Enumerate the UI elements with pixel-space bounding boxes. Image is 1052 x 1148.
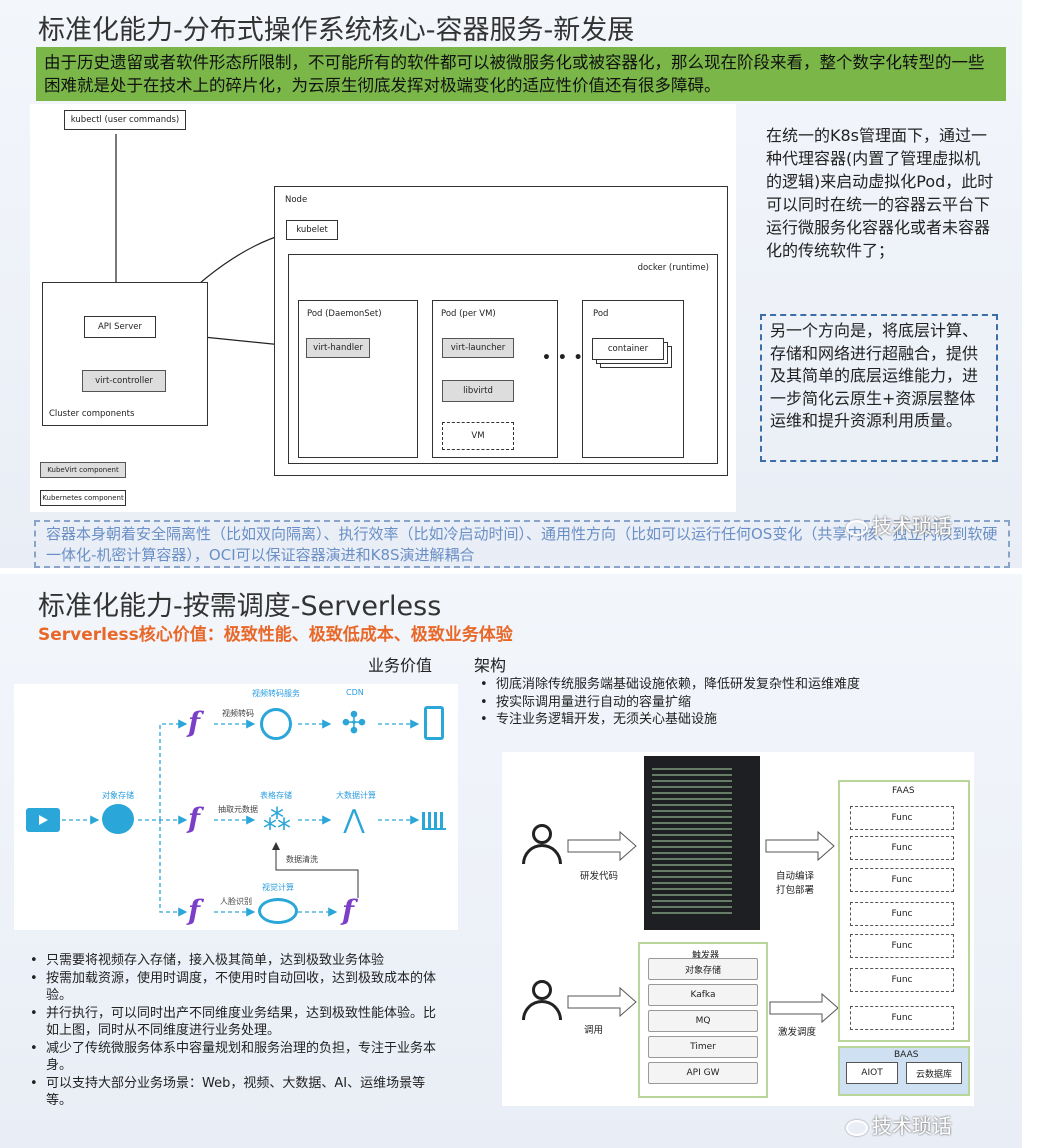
transcode-service-icon: [260, 708, 292, 740]
cloud-storage-icon: [102, 804, 134, 834]
more-pods-dots: • • •: [542, 350, 584, 366]
kubevirt-description: 在统一的K8s管理面下，通过一种代理容器(内置了管理虚拟机的逻辑)来启动虚拟化P…: [766, 126, 994, 260]
trigger-title: 触发器: [692, 951, 720, 961]
video-flow-diagram: 对象存储 f f f f 视频转码 抽取元数据 人脸识别 数据清洗 视频转码服务…: [14, 684, 458, 930]
list-item: 按需加载资源，使用时调度，不使用时自动回收，达到极致成本的体验。: [24, 970, 444, 1005]
face-recognition-label: 人脸识别: [220, 897, 252, 906]
trigger-timer: Timer: [648, 1036, 758, 1058]
list-item: 减少了传统微服务体系中容量规划和服务治理的负担，专注于业务本身。: [24, 1040, 444, 1075]
vm-box: VM: [442, 422, 514, 450]
auto-compile-label-2: 打包部署: [776, 885, 815, 896]
video-transcode-label: 视频转码: [222, 709, 254, 718]
business-value-heading: 业务价值: [368, 656, 433, 675]
watermark: 技术琐话: [846, 1110, 952, 1139]
big-data-icon: ⋀: [343, 805, 365, 835]
hyperconverged-note: 另一个方向是，将底层计算、存储和网络进行超融合，提供及其简单的底层运维能力，进一…: [760, 314, 998, 462]
slide-container-serverless: 标准化能力-按需调度-Serverless Serverless核心价值：极致性…: [0, 574, 1022, 1148]
func-box: Func: [850, 806, 954, 830]
pod-per-vm-label: Pod (per VM): [441, 309, 496, 319]
trigger-api-gw: API GW: [648, 1062, 758, 1084]
pod-daemonset-box: Pod (DaemonSet): [298, 300, 418, 458]
func-box: Func: [850, 934, 954, 958]
faas-title: FAAS: [892, 786, 915, 796]
slide-title: 标准化能力-按需调度-Serverless: [38, 591, 442, 622]
data-clean-label: 数据清洗: [286, 855, 318, 864]
vision-label: 视觉计算: [262, 883, 294, 892]
video-icon: [26, 808, 60, 832]
code-editor-screenshot: [644, 756, 760, 930]
slide-subtitle: Serverless核心价值：极致性能、极致低成本、极致业务体验: [38, 625, 513, 645]
architecture-heading: 架构: [474, 656, 507, 675]
watermark: 技术琐话: [846, 510, 952, 539]
libvirtd-box: libvirtd: [442, 380, 514, 402]
table-storage-icon: ⁂: [263, 803, 291, 836]
baas-title: BAAS: [894, 1050, 919, 1060]
list-item: 并行执行，可以同时出产不同维度业务结果，达到极致性能体验。比如上图，同时从不同维…: [24, 1005, 444, 1040]
function-icon: f: [188, 802, 201, 835]
cluster-label: Cluster components: [49, 409, 135, 419]
business-value-list: 只需要将视频存入存储，接入极其简单，达到极致业务体验 按需加载资源，使用时调度，…: [24, 952, 444, 1110]
function-icon: f: [342, 894, 355, 927]
wechat-icon: [846, 519, 868, 536]
extract-meta-label: 抽取元数据: [218, 805, 258, 814]
auto-compile-label-1: 自动编译: [776, 871, 815, 882]
node-label: Node: [285, 195, 308, 205]
legend-kubernetes: Kubernetes component: [40, 490, 126, 506]
cdn-icon: ✣: [341, 706, 367, 741]
cdn-label: CDN: [346, 688, 364, 697]
virt-handler-box: virt-handler: [306, 338, 370, 358]
docker-label: docker (runtime): [637, 263, 709, 273]
aiot-box: AIOT: [846, 1062, 898, 1084]
func-box: Func: [850, 836, 954, 860]
cluster-components-box: Cluster components: [42, 282, 208, 426]
mobile-icon: [424, 706, 444, 740]
pod-label: Pod: [593, 309, 609, 319]
func-box: Func: [850, 1006, 954, 1030]
flow-arrows: [62, 719, 420, 917]
pod-box: Pod: [582, 300, 684, 458]
big-data-label: 大数据计算: [336, 791, 376, 800]
wechat-icon: [846, 1119, 868, 1136]
bar-chart-icon: [422, 812, 446, 830]
transcode-service-label: 视频转码服务: [252, 689, 300, 698]
trigger-mq: MQ: [648, 1010, 758, 1032]
architecture-list: 彻底消除传统服务端基础设施依赖，降低研发复杂性和运维难度 按实际调用量进行自动的…: [474, 676, 994, 729]
pod-daemonset-label: Pod (DaemonSet): [307, 309, 382, 319]
list-item: 彻底消除传统服务端基础设施依赖，降低研发复杂性和运维难度: [474, 676, 994, 694]
trigger-schedule-label: 激发调度: [778, 1027, 817, 1038]
invoke-label: 调用: [584, 1025, 604, 1036]
virt-controller-box: virt-controller: [82, 370, 166, 392]
list-item: 专注业务逻辑开发，无须关心基础设施: [474, 711, 994, 729]
caller-avatar-icon: [520, 978, 564, 1022]
func-box: Func: [850, 968, 954, 992]
legend-kubevirt: KubeVirt component: [40, 462, 126, 478]
slide-title: 标准化能力-分布式操作系统核心-容器服务-新发展: [38, 15, 635, 46]
api-server-box: API Server: [84, 316, 156, 338]
eye-icon: [258, 898, 298, 924]
func-box: Func: [850, 902, 954, 926]
developer-avatar-icon: [520, 822, 564, 866]
func-box: Func: [850, 868, 954, 892]
container-evolution-note: 容器本身朝着安全隔离性（比如双向隔离）、执行效率（比如冷启动时间）、通用性方向（…: [34, 520, 1010, 568]
list-item: 可以支持大部分业务场景：Web，视频、大数据、AI、运维场景等等。: [24, 1075, 444, 1110]
container-box: container: [592, 338, 664, 360]
kubevirt-diagram: kubectl (user commands) Node kubelet doc…: [30, 104, 736, 512]
intro-banner: 由于历史遗留或者软件形态所限制，不可能所有的软件都可以被微服务化或被容器化，那么…: [36, 47, 1006, 101]
object-storage-label: 对象存储: [102, 791, 134, 800]
kubelet-box: kubelet: [286, 220, 338, 240]
function-icon: f: [188, 894, 201, 927]
slide-container-containers: 标准化能力-分布式操作系统核心-容器服务-新发展 由于历史遗留或者软件形态所限制…: [0, 0, 1022, 568]
cloud-db-box: 云数据库: [906, 1062, 962, 1084]
trigger-object-storage: 对象存储: [648, 958, 758, 980]
kubectl-box: kubectl (user commands): [64, 110, 186, 130]
list-item: 按实际调用量进行自动的容量扩缩: [474, 694, 994, 712]
table-storage-label: 表格存储: [260, 791, 292, 800]
function-icon: f: [188, 706, 201, 739]
dev-code-label: 研发代码: [580, 871, 619, 882]
virt-launcher-box: virt-launcher: [442, 338, 514, 358]
trigger-kafka: Kafka: [648, 984, 758, 1006]
list-item: 只需要将视频存入存储，接入极其简单，达到极致业务体验: [24, 952, 444, 970]
